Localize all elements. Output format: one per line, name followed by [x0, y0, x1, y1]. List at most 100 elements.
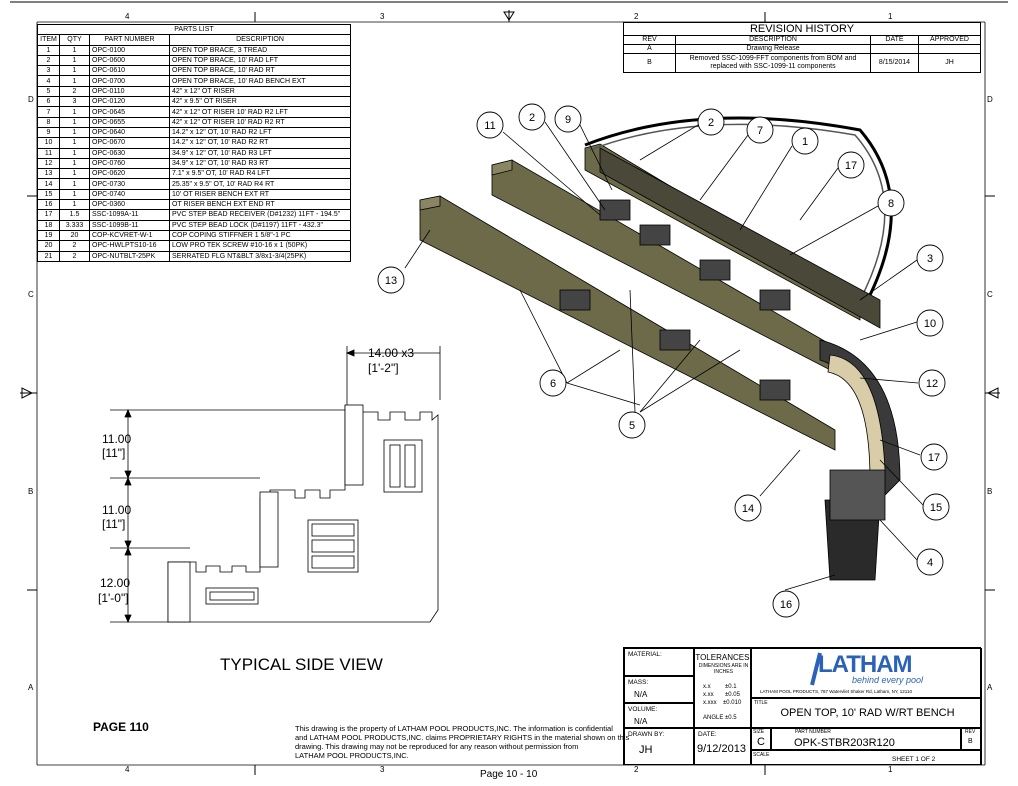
material-box: MATERIAL:: [624, 648, 694, 676]
revision-description-line: replaced with SSC-1099-11 components: [710, 63, 836, 70]
dim-width-ft: [1'-2"]: [368, 361, 399, 375]
part-number-value: OPK-STBR203R120: [794, 737, 895, 749]
mass-box: MASS: N/A: [624, 676, 694, 703]
balloon-label: 12: [926, 378, 938, 390]
parts-list-table: PARTS LIST ITEM QTY PART NUMBER DESCRIPT…: [37, 23, 351, 262]
zone-right-a: A: [987, 683, 993, 692]
page-label: PAGE 110: [93, 720, 149, 734]
zone-left-a: A: [28, 683, 34, 692]
revision-history-table: REV DESCRIPTION DATE APPROVED A Drawing …: [623, 35, 981, 73]
zone-top-4: 4: [125, 12, 130, 21]
disclaimer-line: This drawing is the property of LATHAM P…: [295, 724, 613, 733]
tol-angle: ANGLE ±0.5: [703, 715, 737, 721]
zone-top-3: 3: [380, 12, 385, 21]
drawn-by-label: DRAWN BY:: [628, 731, 665, 738]
drawing-title: OPEN TOP, 10' RAD W/RT BENCH: [780, 707, 955, 719]
dim-height-3: 12.00: [100, 576, 131, 590]
revision-history-title: REVISION HISTORY: [623, 22, 981, 36]
mass-label: MASS:: [628, 679, 649, 686]
date-label: DATE:: [698, 731, 717, 738]
leader-lines: [404, 121, 924, 591]
balloon-label: 7: [757, 125, 763, 137]
zone-top-1: 1: [888, 12, 893, 21]
balloon-label: 14: [742, 503, 754, 515]
balloon-label: 6: [550, 378, 556, 390]
revision-description-line: Removed SSC-1099-FFT components from BOM…: [689, 55, 857, 62]
balloon-label: 11: [484, 120, 495, 132]
balloon-label: 2: [529, 112, 535, 124]
balloon-label: 17: [928, 452, 940, 464]
sheet-number: SHEET 1 OF 2: [892, 756, 936, 763]
revision-row: B Removed SSC-1099-FFT components from B…: [623, 53, 981, 73]
rev-box: REV B: [961, 728, 982, 750]
zone-bottom-4: 4: [125, 765, 130, 774]
company-logo-box: LATHAM behind every pool LATHAM POOL PRO…: [751, 648, 982, 698]
company-address: LATHAM POOL PRODUCTS, 787 Watervliet Sha…: [760, 689, 912, 694]
size-value: C: [757, 736, 765, 748]
zone-right-c: C: [987, 290, 993, 299]
balloon-label: 10: [924, 318, 936, 330]
zone-left-b: B: [28, 487, 34, 496]
revision-date: 8/15/2014: [870, 53, 919, 73]
balloon-label: 15: [930, 502, 942, 514]
material-label: MATERIAL:: [628, 651, 662, 658]
zone-bottom-3: 3: [380, 765, 385, 774]
zone-left-c: C: [28, 290, 34, 299]
item-description: SERRATED FLG NT&BLT 3/8x1-3/4(25PK): [169, 250, 351, 262]
zone-bottom-2: 2: [634, 765, 639, 774]
drawn-by-box: DRAWN BY: JH: [624, 728, 694, 765]
volume-box: VOLUME: N/A: [624, 703, 694, 728]
zone-right-d: D: [987, 95, 993, 104]
disclaimer: This drawing is the property of LATHAM P…: [295, 724, 629, 760]
balloon-label: 13: [385, 275, 397, 287]
scale-label: SCALE: [753, 752, 770, 758]
dim-height-3-ft: [1'-0"]: [98, 591, 129, 605]
tolerances-sub: INCHES: [714, 669, 733, 675]
dim-height-1: 11.00: [102, 432, 132, 446]
item-balloons: [377, 103, 950, 618]
revision-description: Removed SSC-1099-FFT components from BOM…: [675, 53, 871, 73]
tolerances-title: TOLERANCES:: [695, 653, 752, 662]
disclaimer-line: drawing. This drawing may not be reprodu…: [295, 742, 579, 751]
title-box: TITLE OPEN TOP, 10' RAD W/RT BENCH: [751, 698, 982, 728]
part-number-box: PART NUMBER OPK-STBR203R120: [771, 728, 961, 750]
disclaimer-line: and LATHAM POOL PRODUCTS,INC. claims PRO…: [295, 733, 630, 742]
zone-left-d: D: [28, 95, 34, 104]
rev-value: B: [968, 738, 973, 745]
zone-right-b: B: [987, 487, 993, 496]
tol-key: x.xxx: [703, 700, 717, 706]
size-box: SIZE C: [751, 728, 771, 750]
dim-height-2-ft: [11"]: [102, 517, 126, 531]
stair-frame-drawing: [419, 116, 901, 581]
zone-top-2: 2: [634, 12, 639, 21]
tol-key: x.x: [703, 684, 711, 690]
balloon-label: 9: [565, 114, 571, 126]
title-block: MATERIAL: MASS: N/A VOLUME: N/A DRAWN BY…: [623, 647, 982, 765]
size-label: SIZE: [753, 729, 765, 735]
balloon-label: 4: [927, 557, 933, 569]
balloon-label: 16: [780, 599, 792, 611]
dim-height-1-ft: [11"]: [102, 446, 126, 460]
scale-sheet-box: SCALE SHEET 1 OF 2: [751, 750, 982, 765]
rev-label: REV: [965, 729, 976, 735]
tolerances-box: TOLERANCES: DIMENSIONS ARE IN INCHES x.x…: [694, 648, 752, 728]
date-box: DATE: 9/12/2013: [694, 728, 751, 765]
drawn-by-value: JH: [639, 744, 653, 756]
volume-value: N/A: [634, 717, 648, 726]
dim-height-2: 11.00: [102, 503, 132, 517]
balloon-label: 5: [629, 420, 635, 432]
revision-approved: JH: [918, 53, 981, 73]
part-number-label: PART NUMBER: [795, 729, 831, 735]
balloon-label: 17: [845, 160, 857, 172]
latham-logo-icon: [810, 652, 822, 686]
balloon-numbers: 11 2 9 2 7 1 17 8 3 10 12 17 15 4 16 14 …: [385, 112, 942, 611]
